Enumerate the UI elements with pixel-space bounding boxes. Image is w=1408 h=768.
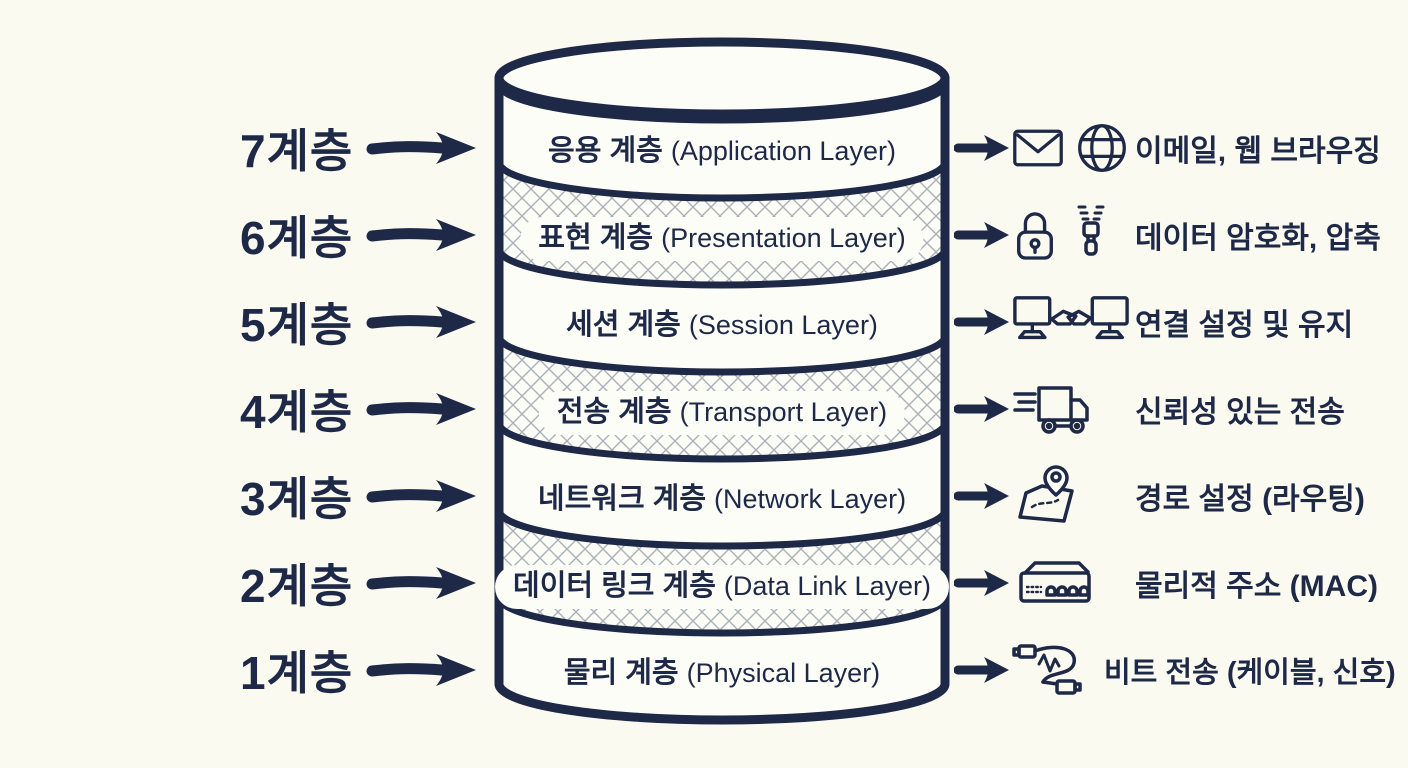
zipper-icon (1077, 205, 1105, 256)
arrow-left-icon (366, 219, 476, 251)
band-dividers (495, 80, 949, 637)
band-label-presentation: 표현 계층(Presentation Layer) (520, 217, 924, 261)
band-label-application: 응용 계층(Application Layer) (530, 130, 914, 174)
layer-number-6: 6계층 (240, 212, 354, 264)
arrow-right-icon (954, 396, 1009, 422)
lock-icon (1017, 212, 1053, 260)
layer1-icons (1012, 641, 1088, 699)
layer-number-3: 3계층 (240, 473, 354, 525)
arrow-left-icon (366, 132, 476, 164)
band-label-en: (Transport Layer) (679, 397, 888, 428)
arrow-left-icon (366, 393, 476, 425)
layer5-icons (1012, 292, 1130, 352)
layer3-icons (1012, 465, 1078, 527)
layer-number-1: 1계층 (240, 647, 354, 699)
band-label-en: (Presentation Layer) (661, 223, 906, 254)
band-label-en: (Physical Layer) (686, 658, 881, 689)
network-switch-icon (1019, 561, 1091, 603)
arrow-left-icon (366, 480, 476, 512)
band-label-en: (Application Layer) (670, 136, 896, 167)
band-label-kr: 데이터 링크 계층 (513, 570, 716, 603)
layer1-description: 비트 전송 (케이블, 신호) (1104, 657, 1396, 689)
layer3-description: 경로 설정 (라우팅) (1135, 483, 1365, 516)
arrow-left-icon (366, 306, 476, 338)
band-label-en: (Data Link Layer) (723, 571, 931, 602)
layer2-description: 물리적 주소 (MAC) (1135, 570, 1378, 603)
arrow-left-icon (366, 654, 476, 686)
arrow-right-icon (954, 657, 1009, 683)
layer7-icons (1012, 122, 1128, 174)
layer5-description: 연결 설정 및 유지 (1135, 309, 1354, 342)
layer-number-2: 2계층 (240, 560, 354, 612)
band-label-kr: 표현 계층 (538, 222, 654, 255)
layer4-description: 신뢰성 있는 전송 (1135, 396, 1345, 429)
layer6-description: 데이터 암호화, 압축 (1135, 222, 1381, 255)
arrow-right-icon (954, 570, 1009, 596)
band-label-en: (Session Layer) (688, 310, 878, 341)
arrow-left-icon (366, 567, 476, 599)
arrow-right-icon (954, 222, 1009, 248)
map-pin-icon (1018, 465, 1074, 523)
computers-handshake-icon (1013, 296, 1129, 340)
band-label-network: 네트워크 계층(Network Layer) (519, 478, 925, 522)
band-label-transport: 전송 계층(Transport Layer) (538, 391, 906, 435)
globe-icon (1078, 124, 1126, 172)
cable-icon (1012, 644, 1082, 695)
truck-icon (1013, 386, 1089, 434)
band-label-datalink: 데이터 링크 계층(Data Link Layer) (495, 565, 949, 609)
layer7-description: 이메일, 웹 브라우징 (1135, 135, 1381, 168)
layer-number-7: 7계층 (240, 125, 354, 177)
arrow-right-icon (954, 135, 1009, 161)
band-label-kr: 세션 계층 (566, 309, 681, 342)
band-label-kr: 전송 계층 (556, 396, 672, 429)
arrow-right-icon (954, 483, 1009, 509)
envelope-icon (1013, 129, 1063, 167)
layer2-icons (1012, 560, 1094, 606)
layer6-icons (1012, 204, 1112, 266)
layer-number-5: 5계층 (240, 299, 354, 351)
band-label-session: 세션 계층(Session Layer) (548, 304, 896, 348)
layer4-icons (1012, 380, 1092, 438)
band-label-kr: 응용 계층 (548, 135, 663, 168)
band-label-en: (Network Layer) (714, 484, 907, 515)
arrow-right-icon (954, 309, 1009, 335)
band-label-kr: 물리 계층 (563, 657, 679, 690)
band-label-kr: 네트워크 계층 (537, 483, 707, 516)
band-label-physical: 물리 계층(Physical Layer) (545, 652, 899, 696)
layer-number-4: 4계층 (240, 386, 354, 438)
